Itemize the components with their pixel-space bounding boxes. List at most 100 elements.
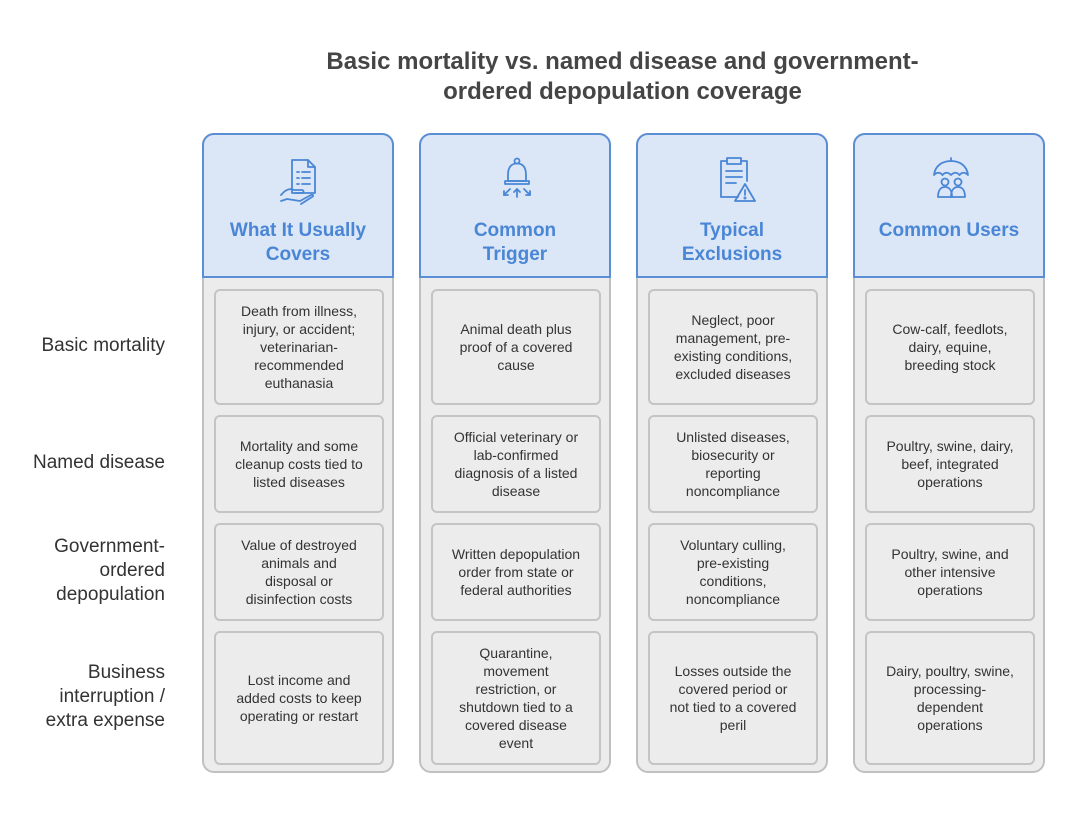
cell-line: lab-confirmed	[473, 447, 559, 463]
cell-line: Mortality and some	[239, 438, 359, 454]
cell-line: processing-	[913, 681, 987, 697]
title-line-1: Basic mortality vs. named disease and go…	[326, 48, 919, 75]
column-typical-exclusions: Typical Exclusions Neglect, poor managem…	[636, 133, 828, 773]
cell-line: Cow-calf, feedlots,	[892, 321, 1008, 337]
cell-line: Value of destroyed	[241, 537, 357, 553]
cell-line: noncompliance	[685, 591, 781, 607]
cell-line: Voluntary culling,	[680, 537, 786, 553]
cell-line: listed diseases	[253, 474, 345, 490]
cell-depopulation-covers: Value of destroyed animals and disposal …	[214, 523, 384, 621]
column-title-line: Exclusions	[681, 244, 783, 265]
cell-depopulation-users: Poultry, swine, and other intensive oper…	[865, 523, 1035, 621]
column-common-trigger: Common Trigger Animal death plus proof o…	[419, 133, 611, 773]
cell-line: euthanasia	[264, 375, 334, 391]
cell-line: event	[498, 735, 534, 751]
alarm-bell-icon	[495, 155, 539, 205]
cell-line: restriction, or	[475, 681, 557, 697]
column-common-users: Common Users Cow-calf, feedlots, dairy, …	[853, 133, 1045, 773]
cell-line: Lost income and	[247, 672, 351, 688]
cell-business-interruption-covers: Lost income and added costs to keep oper…	[214, 631, 384, 765]
cell-named-disease-covers: Mortality and some cleanup costs tied to…	[214, 415, 384, 513]
row-label-line: Named disease	[32, 452, 165, 473]
cell-line: order from state or	[458, 564, 574, 580]
cell-line: federal authorities	[460, 582, 572, 598]
column-header: Common Trigger	[419, 133, 611, 278]
row-label-line: Basic mortality	[41, 335, 165, 356]
cell-basic-mortality-covers: Death from illness, injury, or accident;…	[214, 289, 384, 405]
cell-line: diagnosis of a listed	[454, 465, 578, 481]
cell-line: recommended	[254, 357, 344, 373]
cell-line: disease	[491, 483, 541, 499]
cell-line: Poultry, swine, dairy,	[886, 438, 1014, 454]
cell-line: breeding stock	[904, 357, 996, 373]
row-label-line: Business	[87, 662, 165, 683]
column-header: Common Users	[853, 133, 1045, 278]
row-label-government-ordered-depopulation: Government- ordered depopulation	[10, 535, 165, 607]
cell-depopulation-trigger: Written depopulation order from state or…	[431, 523, 601, 621]
cell-line: not tied to a covered	[669, 699, 797, 715]
cell-line: existing conditions,	[673, 348, 793, 364]
row-label-named-disease: Named disease	[10, 451, 165, 475]
cell-line: Quarantine,	[479, 645, 553, 661]
cell-line: other intensive	[904, 564, 996, 580]
cell-line: operations	[917, 717, 983, 733]
column-title: Typical Exclusions	[644, 219, 820, 267]
cell-line: injury, or accident;	[242, 321, 356, 337]
cell-line: disposal or	[265, 573, 333, 589]
column-title-line: Common	[473, 220, 557, 241]
row-label-line: Government-	[54, 536, 165, 557]
cell-line: conditions,	[699, 573, 767, 589]
cell-business-interruption-trigger: Quarantine, movement restriction, or shu…	[431, 631, 601, 765]
column-what-it-usually-covers: What It Usually Covers Death from illnes…	[202, 133, 394, 773]
clipboard-warning-icon	[712, 155, 756, 205]
cell-line: dependent	[916, 699, 984, 715]
cell-line: peril	[719, 717, 747, 733]
cell-line: proof of a covered	[459, 339, 573, 355]
cell-line: added costs to keep	[236, 690, 362, 706]
cell-line: Losses outside the	[674, 663, 792, 679]
cell-line: operations	[917, 582, 983, 598]
row-label-basic-mortality: Basic mortality	[10, 334, 165, 358]
cell-named-disease-users: Poultry, swine, dairy, beef, integrated …	[865, 415, 1035, 513]
cell-line: operating or restart	[239, 708, 359, 724]
cell-basic-mortality-exclusions: Neglect, poor management, pre- existing …	[648, 289, 818, 405]
cell-line: Death from illness,	[241, 303, 357, 319]
cell-basic-mortality-trigger: Animal death plus proof of a covered cau…	[431, 289, 601, 405]
column-title-line: Trigger	[482, 244, 548, 265]
cell-line: Dairy, poultry, swine,	[886, 663, 1014, 679]
cell-line: animals and	[261, 555, 337, 571]
column-title: What It Usually Covers	[210, 219, 386, 267]
cell-line: Written depopulation	[451, 546, 581, 562]
cell-line: Poultry, swine, and	[891, 546, 1009, 562]
cell-line: noncompliance	[685, 483, 781, 499]
hand-document-icon	[278, 155, 322, 205]
column-title-line: What It Usually	[229, 220, 367, 241]
row-label-business-interruption: Business interruption / extra expense	[10, 661, 165, 733]
cell-line: operations	[917, 474, 983, 490]
cell-named-disease-exclusions: Unlisted diseases, biosecurity or report…	[648, 415, 818, 513]
cell-line: dairy, equine,	[908, 339, 992, 355]
row-label-line: extra expense	[45, 710, 165, 731]
cell-line: reporting	[705, 465, 761, 481]
row-label-line: depopulation	[56, 584, 165, 605]
column-header: Typical Exclusions	[636, 133, 828, 278]
cell-business-interruption-exclusions: Losses outside the covered period or not…	[648, 631, 818, 765]
cell-depopulation-exclusions: Voluntary culling, pre-existing conditio…	[648, 523, 818, 621]
row-label-line: ordered	[99, 560, 166, 581]
cell-line: excluded diseases	[675, 366, 791, 382]
cell-line: shutdown tied to a	[459, 699, 573, 715]
column-title-line: Covers	[265, 244, 331, 265]
column-title: Common Trigger	[427, 219, 603, 267]
cell-line: biosecurity or	[691, 447, 775, 463]
cell-line: movement	[483, 663, 549, 679]
cell-line: Official veterinary or	[453, 429, 579, 445]
cell-business-interruption-users: Dairy, poultry, swine, processing- depen…	[865, 631, 1035, 765]
cell-line: beef, integrated	[901, 456, 999, 472]
row-label-line: interruption /	[59, 686, 165, 707]
cell-basic-mortality-users: Cow-calf, feedlots, dairy, equine, breed…	[865, 289, 1035, 405]
cell-line: cleanup costs tied to	[235, 456, 363, 472]
column-title-line: Typical	[699, 220, 765, 241]
cell-line: Animal death plus	[460, 321, 572, 337]
cell-line: covered period or	[678, 681, 788, 697]
cell-line: covered disease	[465, 717, 567, 733]
